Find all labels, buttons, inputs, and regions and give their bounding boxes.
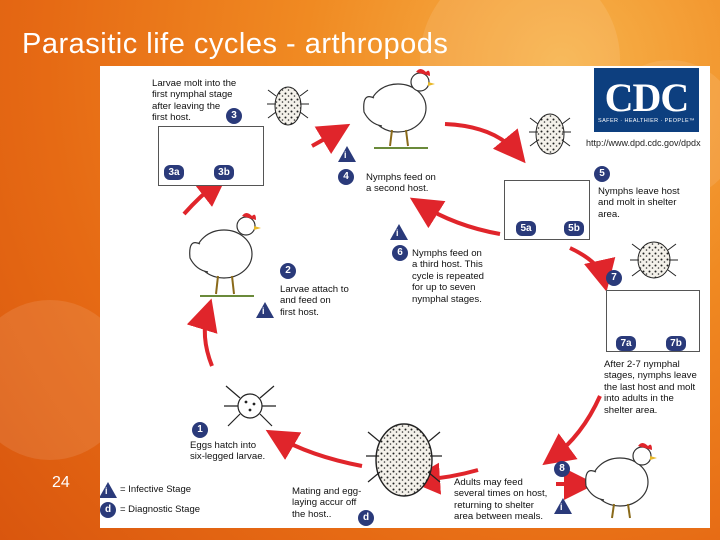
step-7a-badge: 7a [616, 336, 636, 351]
step-3a-badge: 3a [164, 165, 184, 180]
infective-stage-marker: i [554, 498, 572, 514]
arrow-5-to-6 [409, 197, 501, 236]
step-5a-badge: 5a [516, 221, 536, 236]
infective-stage-marker: i [256, 302, 274, 318]
step-4-badge: 4 [338, 169, 354, 185]
step-3-badge: 3 [226, 108, 242, 124]
step-2-caption: Larvae attach to and feed on first host. [280, 284, 349, 318]
arrow-3-to-4 [311, 123, 351, 155]
infective-stage-marker: i [390, 224, 408, 240]
slide-number: 24 [52, 474, 70, 491]
step-7b-badge: 7b [666, 336, 686, 351]
legend-diagnostic-label: = Diagnostic Stage [120, 504, 201, 515]
legend-infective-marker: i [100, 482, 117, 498]
cdc-logo: CDC SAFER · HEALTHIER · PEOPLE™ [594, 68, 699, 132]
arrow-1-to-2 [186, 298, 218, 367]
life-cycle-diagram: CDC SAFER · HEALTHIER · PEOPLE™ http://w… [100, 66, 710, 528]
step-5-badge: 5 [594, 166, 610, 182]
step-3b-badge: 3b [214, 165, 234, 180]
arrow-4-to-5 [444, 122, 526, 164]
source-url[interactable]: http://www.dpd.cdc.gov/dpdx [586, 138, 701, 148]
step-5-caption: Nymphs leave host and molt in shelter ar… [598, 186, 680, 220]
mating-caption: Mating and egg- laying accur off the hos… [292, 486, 362, 520]
step-8-caption: Adults may feed several times on host, r… [454, 477, 548, 523]
arrow-6-to-7 [569, 246, 616, 292]
arrow-mating-to-1 [265, 429, 363, 468]
hen-left [189, 213, 261, 297]
step-8-badge: 8 [554, 461, 570, 477]
nymph-step3 [267, 86, 309, 126]
cdc-logo-letters: CDC [604, 75, 690, 120]
arrow-7-to-8 [542, 395, 602, 466]
larva-step1 [224, 385, 276, 427]
step-2-badge: 2 [280, 263, 296, 279]
step-4-caption: Nymphs feed on a second host. [366, 172, 436, 195]
arrow-2-to-3 [182, 174, 228, 216]
diagnostic-stage-marker: d [358, 510, 374, 526]
slide-title: Parasitic life cycles - arthropods [22, 28, 449, 60]
adult-tick [366, 423, 442, 497]
infective-stage-marker: i [338, 146, 356, 162]
legend-infective-label: = Infective Stage [120, 484, 192, 495]
step-1-badge: 1 [192, 422, 208, 438]
step-6-caption: Nymphs feed on a third host. This cycle … [412, 248, 484, 305]
step-6-badge: 6 [392, 245, 408, 261]
hen-top [363, 69, 435, 149]
nymph-step5 [529, 113, 571, 155]
step-1-caption: Eggs hatch into six-legged larvae. [190, 440, 266, 463]
step-7-badge: 7 [606, 270, 622, 286]
hen-bottom-right [585, 443, 657, 519]
step-5b-badge: 5b [564, 221, 584, 236]
step-3-caption: Larvae molt into the first nymphal stage… [152, 78, 237, 124]
step-7-caption: After 2-7 nymphal stages, nymphs leave t… [604, 359, 697, 416]
nymph-step7 [630, 241, 678, 279]
cdc-logo-tagline: SAFER · HEALTHIER · PEOPLE™ [598, 118, 695, 124]
legend-diagnostic-marker: d [100, 502, 116, 518]
